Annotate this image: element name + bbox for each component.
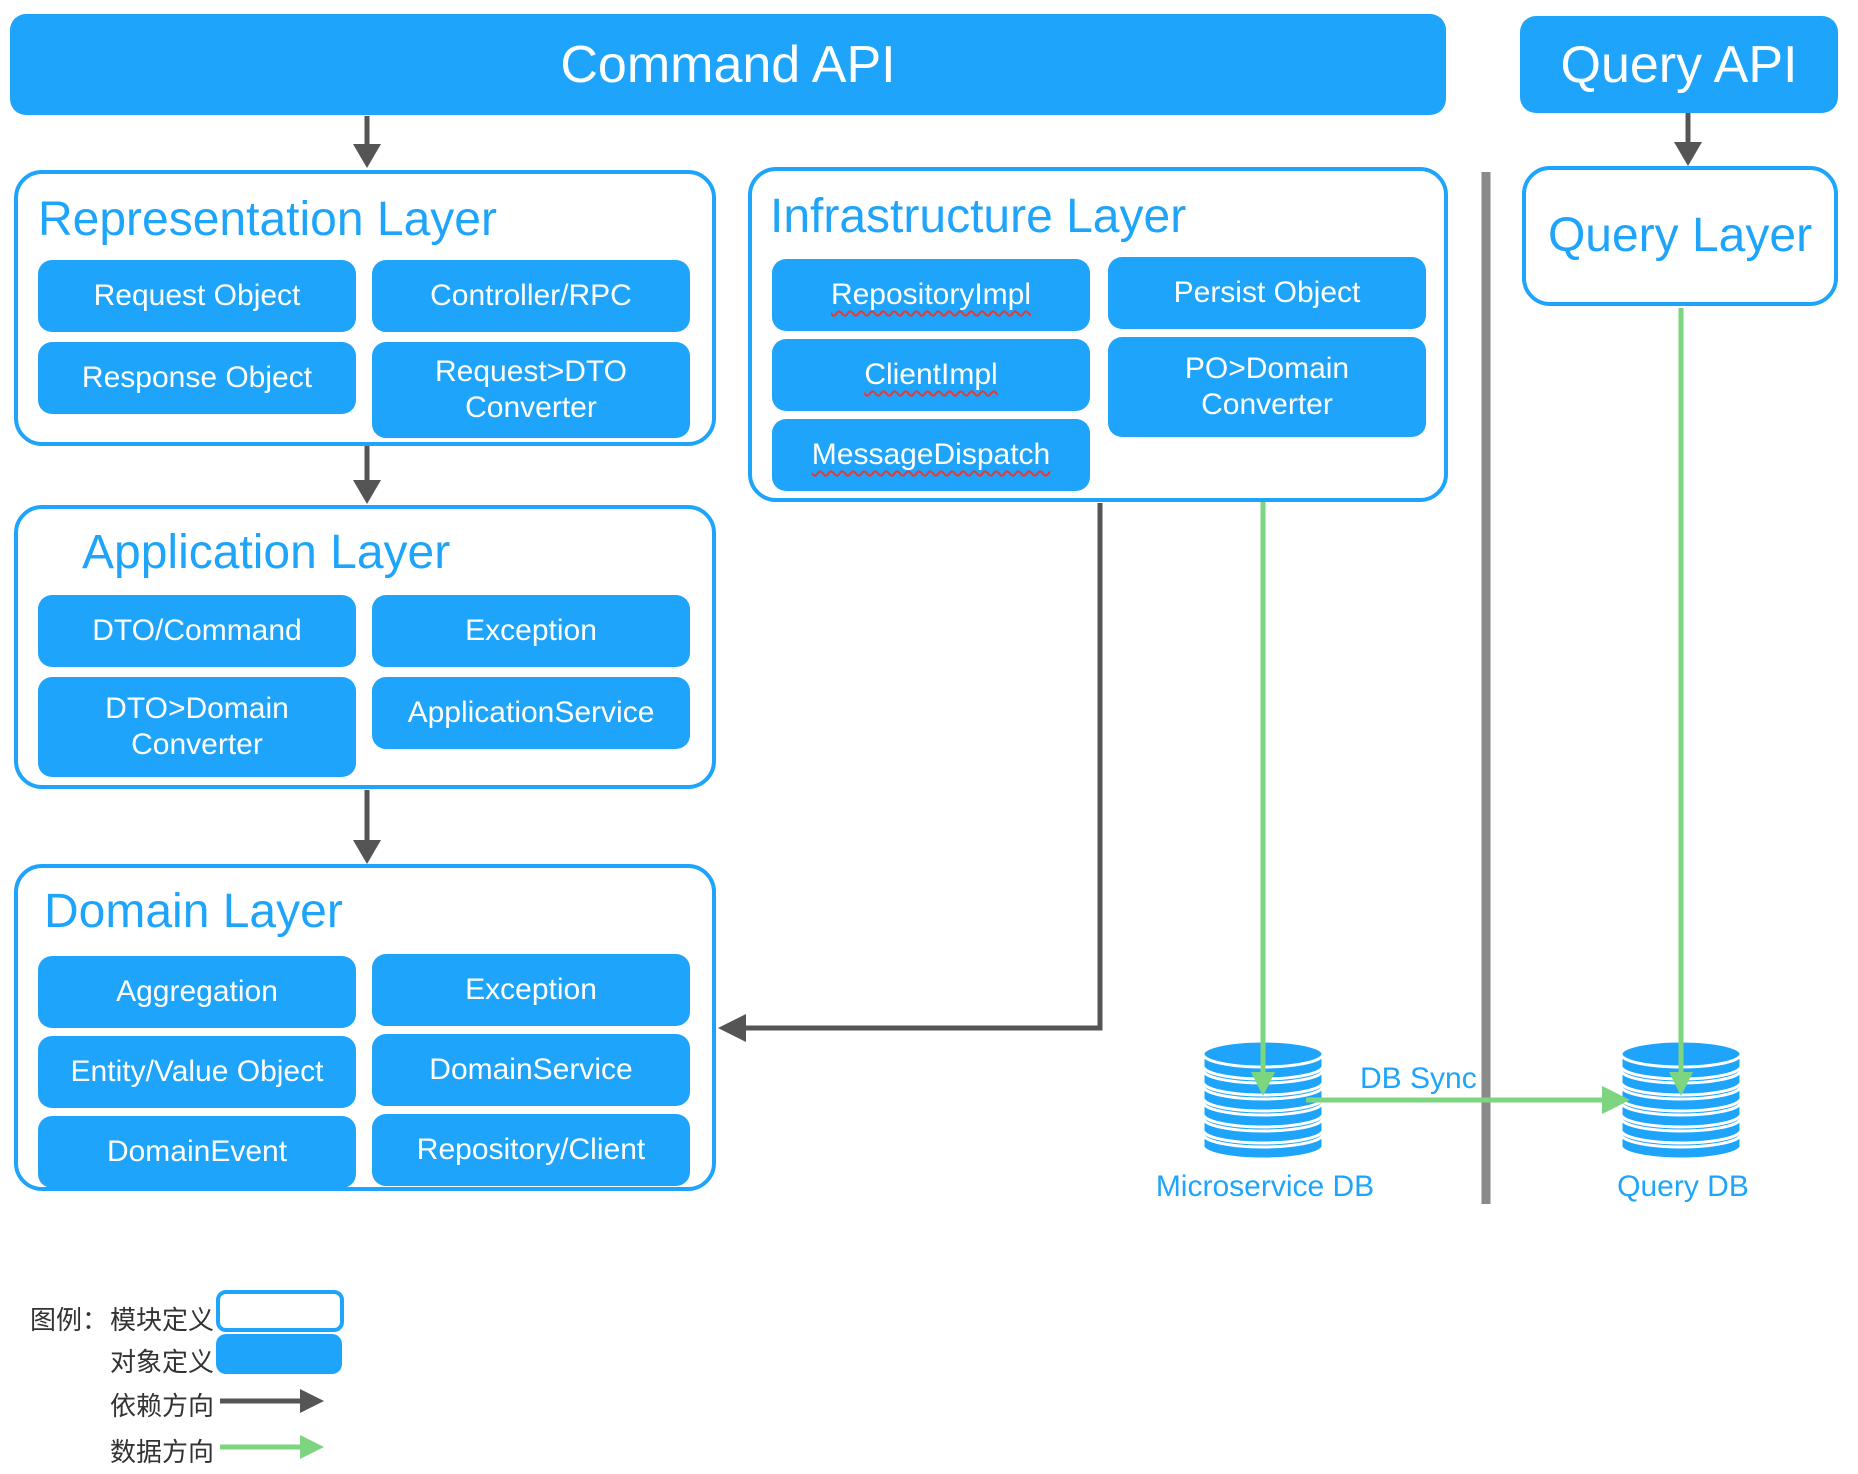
domain-service[interactable]: DomainService: [372, 1034, 690, 1106]
legend-title: 图例：: [30, 1305, 109, 1335]
legend: 图例： 模块定义 对象定义 依赖方向 数据方向: [0, 1290, 400, 1474]
domain-event[interactable]: DomainEvent: [38, 1116, 356, 1188]
dto-command[interactable]: DTO/Command: [38, 595, 356, 667]
message-dispatch[interactable]: MessageDispatch: [772, 419, 1090, 491]
infrastructure-layer-title: Infrastructure Layer: [770, 190, 1187, 243]
query-layer-title: Query Layer: [1547, 209, 1813, 262]
legend-data-arrow: [220, 1435, 324, 1459]
legend-object-label: 对象定义: [110, 1347, 215, 1377]
representation-layer-title: Representation Layer: [38, 193, 497, 246]
legend-module-label: 模块定义: [110, 1305, 215, 1335]
client-impl[interactable]: ClientImpl: [772, 339, 1090, 411]
db-sync-label: DB Sync: [1360, 1062, 1477, 1095]
application-service[interactable]: ApplicationService: [372, 677, 690, 749]
response-object[interactable]: Response Object: [38, 342, 356, 414]
legend-data-label: 数据方向: [110, 1437, 215, 1467]
repository-impl[interactable]: RepositoryImpl: [772, 259, 1090, 331]
dependency-arrow-query-api-to-query-layer: [1674, 113, 1702, 166]
entity-value-object[interactable]: Entity/Value Object: [38, 1036, 356, 1108]
microservice-db-label: Microservice DB: [1155, 1170, 1375, 1203]
domain-layer: Domain Layer Aggregation Exception Entit…: [14, 864, 716, 1191]
query-api[interactable]: Query API: [1520, 16, 1838, 113]
persist-object[interactable]: Persist Object: [1108, 257, 1426, 329]
po-domain-converter[interactable]: PO>Domain Converter: [1108, 337, 1426, 437]
domain-exception[interactable]: Exception: [372, 954, 690, 1026]
dependency-arrow-application-to-domain: [353, 790, 381, 864]
controller-rpc[interactable]: Controller/RPC: [372, 260, 690, 332]
request-dto-converter[interactable]: Request>DTO Converter: [372, 342, 690, 438]
legend-object-swatch: [216, 1334, 342, 1374]
application-exception[interactable]: Exception: [372, 595, 690, 667]
dependency-arrow-command-to-representation: [353, 116, 381, 168]
aggregation[interactable]: Aggregation: [38, 956, 356, 1028]
command-api[interactable]: Command API: [10, 14, 1446, 115]
application-layer: Application Layer DTO/Command Exception …: [14, 505, 716, 789]
infrastructure-layer: Infrastructure Layer RepositoryImpl Pers…: [748, 167, 1448, 502]
legend-dependency-arrow: [220, 1389, 324, 1413]
query-layer: Query Layer: [1522, 166, 1838, 306]
dependency-arrow-infrastructure-to-domain: [718, 503, 1103, 1042]
dependency-arrow-representation-to-application: [353, 446, 381, 504]
request-object[interactable]: Request Object: [38, 260, 356, 332]
dto-domain-converter[interactable]: DTO>Domain Converter: [38, 677, 356, 777]
domain-layer-title: Domain Layer: [44, 885, 343, 938]
representation-layer: Representation Layer Request Object Cont…: [14, 170, 716, 446]
query-db-label: Query DB: [1617, 1170, 1749, 1203]
repository-client[interactable]: Repository/Client: [372, 1114, 690, 1186]
legend-module-swatch: [216, 1290, 344, 1332]
application-layer-title: Application Layer: [82, 526, 451, 579]
legend-dependency-label: 依赖方向: [110, 1391, 215, 1421]
